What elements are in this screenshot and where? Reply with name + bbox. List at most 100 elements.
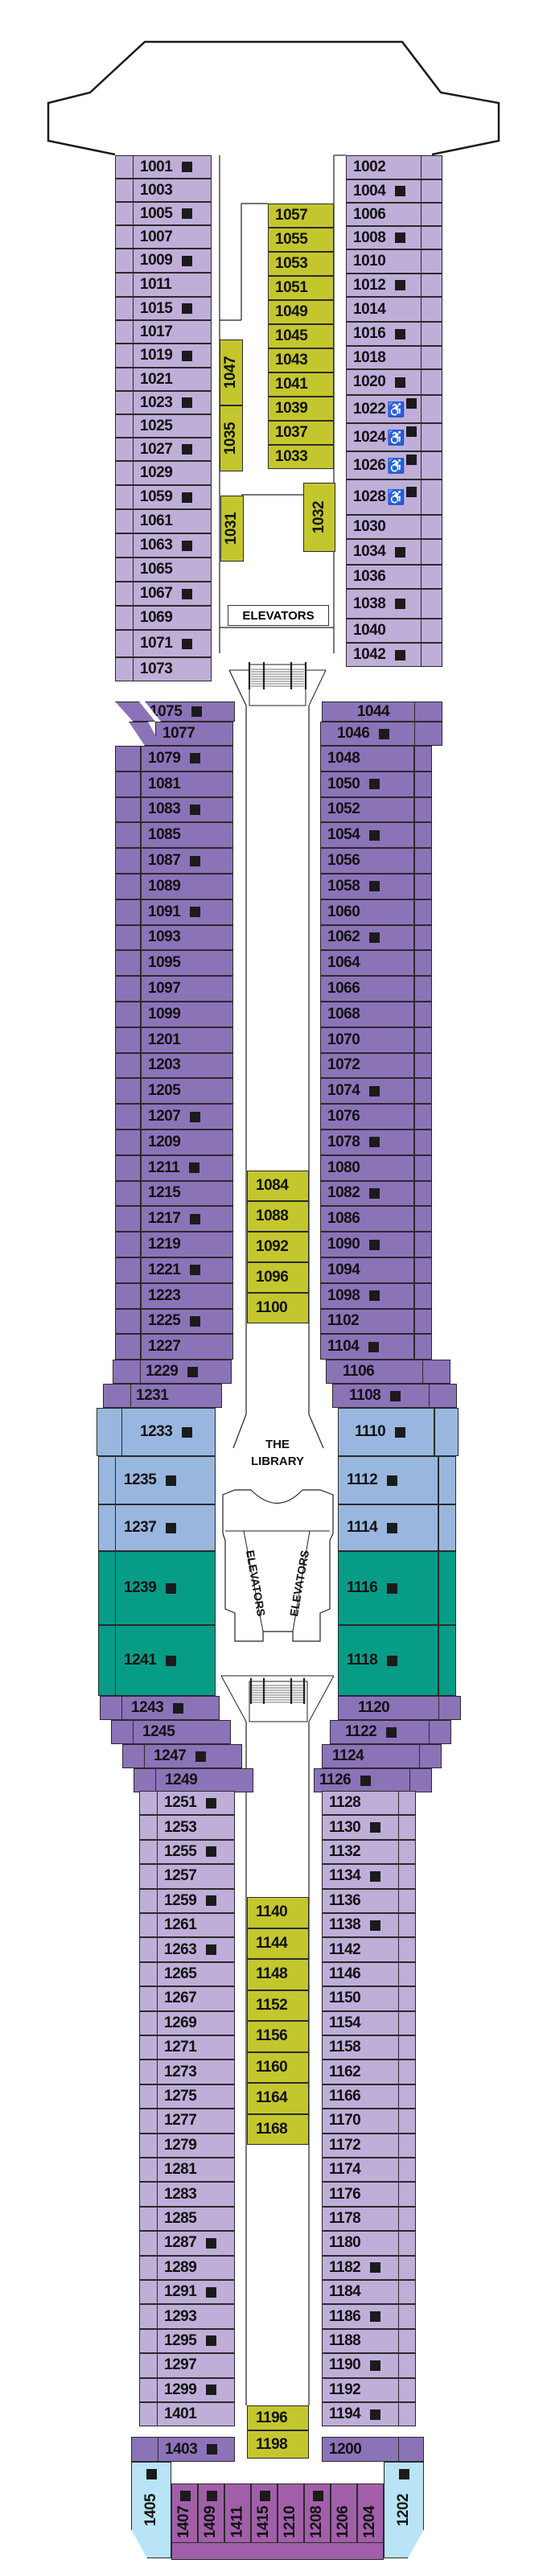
cabin-1051[interactable]: 1051 xyxy=(268,276,334,300)
cabin-1255[interactable]: 1255 xyxy=(157,1839,235,1865)
cabin-1203[interactable]: 1203 xyxy=(141,1052,233,1079)
cabin-1202[interactable]: 1202 xyxy=(384,2462,424,2558)
cabin-1231[interactable]: 1231 xyxy=(117,1384,222,1408)
cabin-1045[interactable]: 1045 xyxy=(268,324,334,348)
cabin-1007[interactable]: 1007 xyxy=(133,225,212,249)
cabin-1059[interactable]: 1059 xyxy=(133,485,212,509)
cabin-1095[interactable]: 1095 xyxy=(141,950,233,977)
cabin-1036[interactable]: 1036 xyxy=(346,565,422,589)
cabin-1188[interactable]: 1188 xyxy=(322,2328,399,2354)
cabin-1251[interactable]: 1251 xyxy=(157,1791,235,1816)
cabin-1030[interactable]: 1030 xyxy=(346,515,422,539)
cabin-1241[interactable]: 1241 xyxy=(115,1625,216,1696)
cabin-1048[interactable]: 1048 xyxy=(320,746,414,772)
cabin-1052[interactable]: 1052 xyxy=(320,796,414,823)
cabin-1022[interactable]: 1022♿ xyxy=(346,395,422,423)
cabin-1273[interactable]: 1273 xyxy=(157,2060,235,2084)
cabin-1054[interactable]: 1054 xyxy=(320,822,414,849)
cabin-1201[interactable]: 1201 xyxy=(141,1027,233,1053)
cabin-1178[interactable]: 1178 xyxy=(322,2206,399,2232)
cabin-1265[interactable]: 1265 xyxy=(157,1961,235,1987)
cabin-1299[interactable]: 1299 xyxy=(157,2377,235,2402)
cabin-1073[interactable]: 1073 xyxy=(133,657,212,681)
cabin-1200[interactable]: 1200 xyxy=(322,2437,399,2462)
cabin-1166[interactable]: 1166 xyxy=(322,2084,399,2109)
cabin-1156[interactable]: 1156 xyxy=(247,2021,309,2052)
cabin-1099[interactable]: 1099 xyxy=(141,1002,233,1027)
cabin-1035[interactable]: 1035 xyxy=(220,405,243,471)
cabin-1148[interactable]: 1148 xyxy=(247,1959,309,1990)
cabin-1114[interactable]: 1114 xyxy=(338,1504,438,1551)
cabin-1089[interactable]: 1089 xyxy=(141,874,233,899)
cabin-1277[interactable]: 1277 xyxy=(157,2109,235,2134)
cabin-1044[interactable]: 1044 xyxy=(322,702,418,722)
cabin-1120[interactable]: 1120 xyxy=(338,1696,441,1720)
cabin-1259[interactable]: 1259 xyxy=(157,1888,235,1913)
cabin-1134[interactable]: 1134 xyxy=(322,1864,399,1889)
cabin-1008[interactable]: 1008 xyxy=(346,226,422,249)
cabin-1005[interactable]: 1005 xyxy=(133,202,212,225)
cabin-1108[interactable]: 1108 xyxy=(332,1384,433,1408)
cabin-1126[interactable]: 1126 xyxy=(314,1768,417,1792)
cabin-1227[interactable]: 1227 xyxy=(141,1334,233,1360)
cabin-1190[interactable]: 1190 xyxy=(322,2353,399,2378)
cabin-1128[interactable]: 1128 xyxy=(322,1791,399,1816)
cabin-1058[interactable]: 1058 xyxy=(320,874,414,899)
cabin-1221[interactable]: 1221 xyxy=(141,1257,233,1283)
cabin-1146[interactable]: 1146 xyxy=(322,1961,399,1987)
cabin-1217[interactable]: 1217 xyxy=(141,1206,233,1232)
cabin-1096[interactable]: 1096 xyxy=(247,1262,309,1293)
cabin-1093[interactable]: 1093 xyxy=(141,924,233,951)
cabin-1070[interactable]: 1070 xyxy=(320,1027,414,1053)
cabin-1063[interactable]: 1063 xyxy=(133,533,212,558)
cabin-1034[interactable]: 1034 xyxy=(346,539,422,565)
cabin-1076[interactable]: 1076 xyxy=(320,1104,414,1130)
cabin-1130[interactable]: 1130 xyxy=(322,1815,399,1840)
cabin-1291[interactable]: 1291 xyxy=(157,2280,235,2305)
cabin-1077[interactable]: 1077 xyxy=(155,722,233,746)
cabin-1403[interactable]: 1403 xyxy=(158,2437,235,2462)
cabin-1235[interactable]: 1235 xyxy=(115,1456,216,1504)
cabin-1016[interactable]: 1016 xyxy=(346,322,422,346)
cabin-1062[interactable]: 1062 xyxy=(320,924,414,951)
cabin-1082[interactable]: 1082 xyxy=(320,1180,414,1207)
cabin-1102[interactable]: 1102 xyxy=(320,1308,414,1335)
cabin-1136[interactable]: 1136 xyxy=(322,1888,399,1913)
cabin-1112[interactable]: 1112 xyxy=(338,1456,438,1504)
cabin-1192[interactable]: 1192 xyxy=(322,2377,399,2402)
cabin-1229[interactable]: 1229 xyxy=(127,1360,232,1384)
cabin-1142[interactable]: 1142 xyxy=(322,1937,399,1962)
cabin-1104[interactable]: 1104 xyxy=(320,1334,414,1360)
cabin-1049[interactable]: 1049 xyxy=(268,300,334,324)
cabin-1100[interactable]: 1100 xyxy=(247,1293,309,1323)
cabin-1086[interactable]: 1086 xyxy=(320,1206,414,1232)
cabin-1079[interactable]: 1079 xyxy=(141,746,233,772)
cabin-1160[interactable]: 1160 xyxy=(247,2051,309,2083)
cabin-1014[interactable]: 1014 xyxy=(346,297,422,322)
cabin-1026[interactable]: 1026♿ xyxy=(346,451,422,479)
cabin-1004[interactable]: 1004 xyxy=(346,179,422,203)
cabin-1001[interactable]: 1001 xyxy=(133,155,212,179)
cabin-1094[interactable]: 1094 xyxy=(320,1257,414,1283)
cabin-1182[interactable]: 1182 xyxy=(322,2255,399,2280)
cabin-1138[interactable]: 1138 xyxy=(322,1913,399,1938)
cabin-1031[interactable]: 1031 xyxy=(220,496,244,562)
cabin-1180[interactable]: 1180 xyxy=(322,2231,399,2256)
cabin-1247[interactable]: 1247 xyxy=(142,1744,242,1768)
cabin-1080[interactable]: 1080 xyxy=(320,1154,414,1181)
cabin-1019[interactable]: 1019 xyxy=(133,344,212,368)
cabin-1056[interactable]: 1056 xyxy=(320,848,414,874)
cabin-1092[interactable]: 1092 xyxy=(247,1232,309,1262)
cabin-1009[interactable]: 1009 xyxy=(133,249,212,273)
cabin-1152[interactable]: 1152 xyxy=(247,1990,309,2021)
cabin-1078[interactable]: 1078 xyxy=(320,1130,414,1155)
cabin-1098[interactable]: 1098 xyxy=(320,1282,414,1309)
cabin-1012[interactable]: 1012 xyxy=(346,274,422,297)
cabin-1032[interactable]: 1032 xyxy=(303,483,335,552)
cabin-1047[interactable]: 1047 xyxy=(220,339,243,405)
cabin-1144[interactable]: 1144 xyxy=(247,1928,309,1959)
cabin-1025[interactable]: 1025 xyxy=(133,414,212,438)
cabin-1066[interactable]: 1066 xyxy=(320,976,414,1002)
cabin-1074[interactable]: 1074 xyxy=(320,1078,414,1105)
cabin-1033[interactable]: 1033 xyxy=(268,445,334,469)
